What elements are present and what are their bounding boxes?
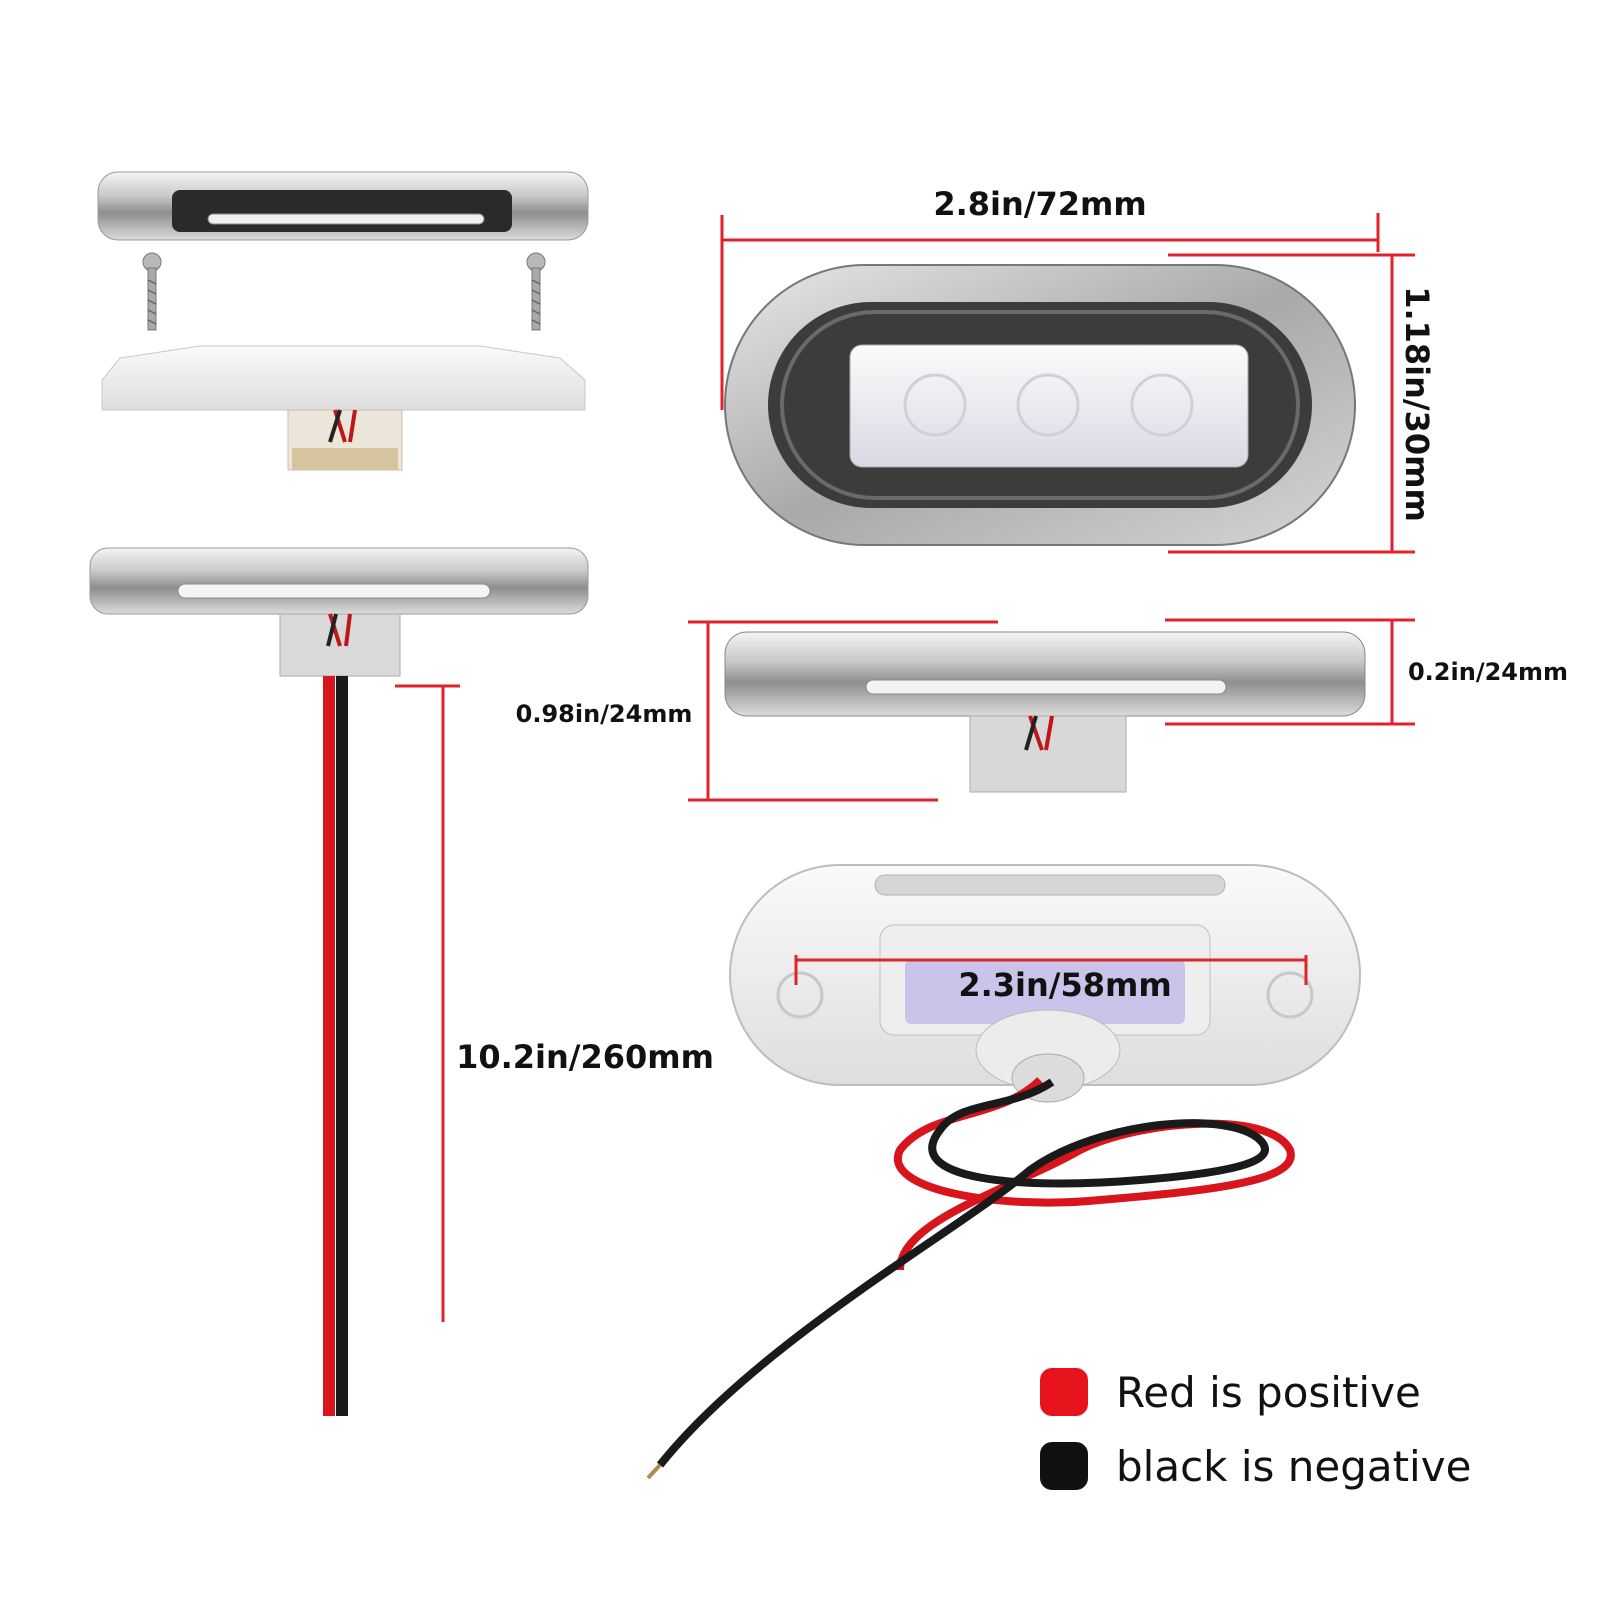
hole-spacing-label: 2.3in/58mm bbox=[958, 966, 1171, 1004]
side-view bbox=[724, 631, 1366, 793]
clear-housing-side-view bbox=[101, 345, 586, 471]
length-label: 2.8in/72mm bbox=[933, 185, 1146, 223]
mounting-screw-left bbox=[142, 252, 162, 331]
assembled-side-view bbox=[89, 547, 589, 677]
front-view bbox=[724, 264, 1356, 546]
legend-row-red: Red is positive bbox=[1040, 1355, 1560, 1429]
wire-color-legend: Red is positive black is negative bbox=[1040, 1355, 1560, 1503]
wire-length-label: 10.2in/260mm bbox=[456, 1038, 714, 1076]
red-legend-label: Red is positive bbox=[1116, 1367, 1421, 1417]
black-swatch bbox=[1040, 1442, 1088, 1490]
red-swatch bbox=[1040, 1368, 1088, 1416]
exploded-view bbox=[89, 171, 589, 1416]
bezel-side-view bbox=[97, 171, 589, 241]
mounting-screw-right bbox=[526, 252, 546, 331]
back-view bbox=[646, 864, 1361, 1480]
dimension-lines bbox=[395, 213, 1415, 1322]
flange-height-label: 0.2in/24mm bbox=[1408, 658, 1568, 686]
black-legend-label: black is negative bbox=[1116, 1441, 1472, 1491]
legend-row-black: black is negative bbox=[1040, 1429, 1560, 1503]
straight-wires bbox=[323, 676, 348, 1416]
total-height-label: 0.98in/24mm bbox=[516, 700, 693, 728]
width-label: 1.18in/30mm bbox=[1398, 286, 1436, 522]
